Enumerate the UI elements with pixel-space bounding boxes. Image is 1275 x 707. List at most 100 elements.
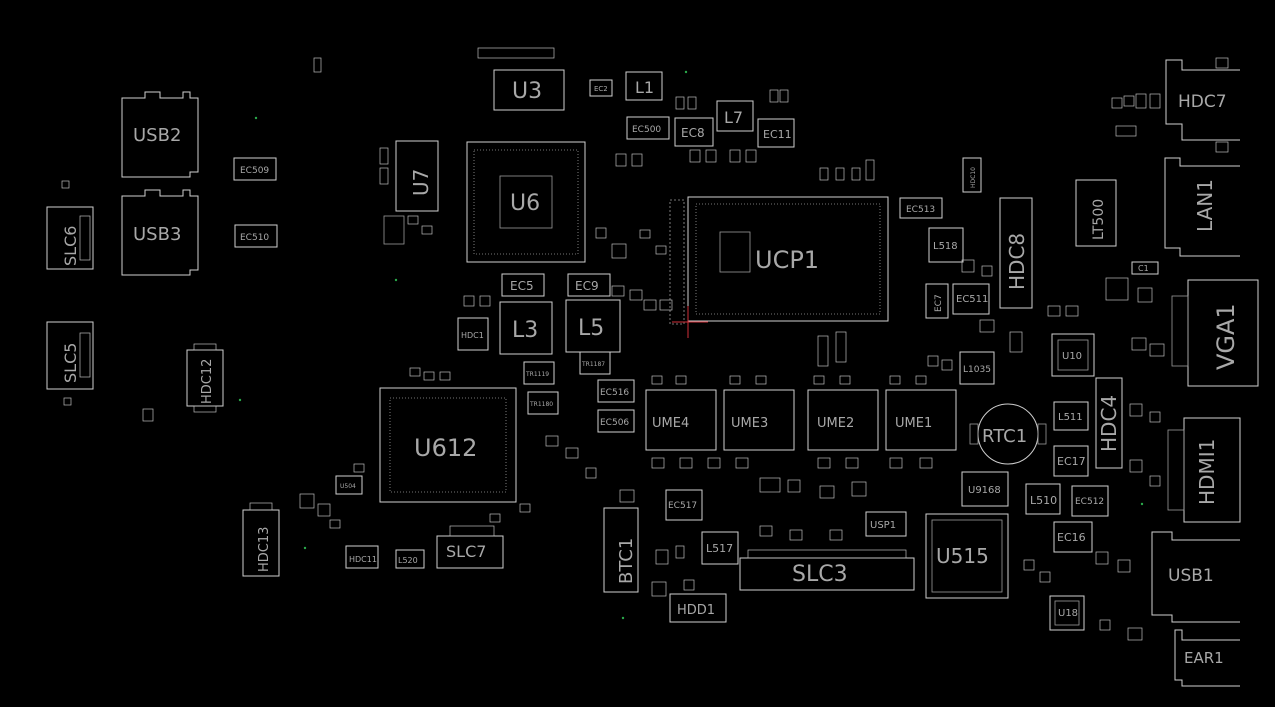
slc5-connector[interactable]: SLC5 [46, 321, 94, 390]
usb2-connector[interactable]: USB2 [121, 91, 199, 178]
usb3-label: USB3 [133, 224, 181, 245]
u10-label: U10 [1062, 351, 1082, 362]
ec512-cap[interactable]: EC512 [1071, 485, 1109, 517]
ec8-cap[interactable]: EC8 [674, 117, 714, 147]
tr1119-label: TR1119 [525, 371, 549, 378]
l511-inductor[interactable]: L511 [1053, 401, 1089, 431]
ec513-cap[interactable]: EC513 [899, 197, 943, 219]
ume4-label: UME4 [652, 416, 689, 431]
slc6-connector[interactable]: SLC6 [46, 206, 94, 270]
lan1-label: LAN1 [1193, 179, 1217, 232]
ec17-cap[interactable]: EC17 [1053, 445, 1089, 477]
ec500-cap[interactable]: EC500 [626, 116, 670, 140]
l510-inductor[interactable]: L510 [1025, 483, 1061, 515]
ume3-chip[interactable]: UME3 [723, 389, 795, 451]
u7-chip[interactable]: U7 [395, 140, 439, 212]
hdc12-connector[interactable]: HDC12 [186, 343, 224, 413]
ec11-cap[interactable]: EC11 [757, 118, 795, 148]
u9168-label: U9168 [968, 485, 1001, 496]
ec516-label: EC516 [600, 388, 629, 398]
l5-inductor[interactable]: L5 [565, 299, 621, 353]
l520-inductor[interactable]: L520 [395, 549, 425, 569]
tr1119-part[interactable]: TR1119 [523, 361, 555, 385]
ucp1-cpu[interactable]: UCP1 [669, 196, 889, 325]
tr1187-part[interactable]: TR1187 [579, 351, 611, 375]
hdc10-label: HDC10 [970, 167, 977, 188]
tr1180-label: TR1180 [529, 401, 553, 408]
slc6-label: SLC6 [61, 226, 80, 266]
tr1180-part[interactable]: TR1180 [527, 391, 559, 415]
l1-inductor[interactable]: L1 [625, 71, 663, 101]
lan1-connector[interactable]: LAN1 [1164, 157, 1240, 257]
btc1-connector[interactable]: BTC1 [603, 507, 639, 593]
hdd1-connector[interactable]: HDD1 [669, 593, 727, 623]
l3-inductor[interactable]: L3 [499, 301, 553, 355]
ec516-cap[interactable]: EC516 [597, 379, 635, 403]
ec506-cap[interactable]: EC506 [597, 409, 635, 433]
hdmi1-connector[interactable]: HDMI1 [1167, 417, 1241, 523]
usb1-label: USB1 [1168, 566, 1214, 586]
ume4-chip[interactable]: UME4 [645, 389, 717, 451]
l518-label: L518 [933, 241, 958, 252]
ec16-cap[interactable]: EC16 [1053, 521, 1093, 553]
ec517-cap[interactable]: EC517 [665, 489, 703, 521]
hdc8-connector[interactable]: HDC8 [999, 197, 1033, 309]
l1035-inductor[interactable]: L1035 [959, 351, 995, 385]
ume1-chip[interactable]: UME1 [885, 389, 957, 451]
l1-label: L1 [635, 78, 654, 97]
l5-label: L5 [578, 316, 604, 341]
ucp1-label: UCP1 [755, 246, 819, 274]
u3-chip[interactable]: U3 [477, 47, 565, 111]
u18-chip[interactable]: U18 [1049, 595, 1085, 631]
l3-label: L3 [512, 318, 538, 343]
ec511-label: EC511 [956, 294, 988, 305]
ec2-label: EC2 [594, 85, 608, 93]
ec513-label: EC513 [906, 205, 935, 215]
vga1-label: VGA1 [1212, 303, 1240, 370]
hdc11-connector[interactable]: HDC11 [345, 545, 379, 569]
ec510-cap[interactable]: EC510 [234, 224, 278, 248]
u6-bga[interactable]: U6 [466, 141, 586, 263]
usp1-chip[interactable]: USP1 [865, 511, 907, 537]
ume2-chip[interactable]: UME2 [807, 389, 879, 451]
lt500-transformer[interactable]: LT500 [1075, 179, 1117, 247]
c1-cap[interactable]: C1 [1131, 261, 1159, 275]
u3-label: U3 [512, 79, 542, 104]
ec509-cap[interactable]: EC509 [233, 157, 277, 181]
l510-label: L510 [1030, 494, 1057, 507]
ume2-label: UME2 [817, 416, 854, 431]
hdc13-connector[interactable]: HDC13 [242, 502, 280, 577]
slc3-connector[interactable]: SLC3 [739, 549, 915, 591]
hdc7-connector[interactable]: HDC7 [1165, 57, 1240, 153]
vga1-connector[interactable]: VGA1 [1171, 279, 1259, 387]
hdc4-connector[interactable]: HDC4 [1095, 377, 1123, 469]
l7-inductor[interactable]: L7 [716, 100, 754, 132]
hdc10-connector[interactable]: HDC10 [962, 157, 982, 193]
ec2-cap[interactable]: EC2 [589, 79, 613, 97]
ec9-label: EC9 [575, 279, 599, 293]
lt500-label: LT500 [1091, 199, 1107, 240]
ear1-connector[interactable]: EAR1 [1174, 629, 1240, 687]
ec509-label: EC509 [240, 166, 269, 176]
usb3-connector[interactable]: USB3 [121, 189, 199, 276]
hdc1-connector[interactable]: HDC1 [457, 317, 489, 351]
hdc11-label: HDC11 [349, 555, 377, 564]
cursor-crosshair [672, 306, 708, 338]
u504-chip[interactable]: U504 [335, 475, 363, 495]
u515-chip[interactable]: U515 [925, 513, 1009, 599]
u18-label: U18 [1058, 608, 1078, 619]
rtc1-battery[interactable]: RTC1 [969, 403, 1047, 465]
l518-inductor[interactable]: L518 [928, 227, 964, 263]
slc7-connector[interactable]: SLC7 [436, 525, 504, 569]
ec511-cap[interactable]: EC511 [952, 283, 990, 315]
ec11-label: EC11 [763, 128, 792, 141]
usb1-connector[interactable]: USB1 [1151, 531, 1240, 623]
u10-chip[interactable]: U10 [1051, 333, 1095, 377]
l517-inductor[interactable]: L517 [701, 531, 739, 565]
ec9-cap[interactable]: EC9 [567, 273, 611, 297]
ec7-cap[interactable]: EC7 [925, 283, 949, 319]
ec5-cap[interactable]: EC5 [501, 273, 545, 297]
u9168-chip[interactable]: U9168 [961, 471, 1009, 507]
u612-bga[interactable]: U612 [379, 387, 517, 503]
